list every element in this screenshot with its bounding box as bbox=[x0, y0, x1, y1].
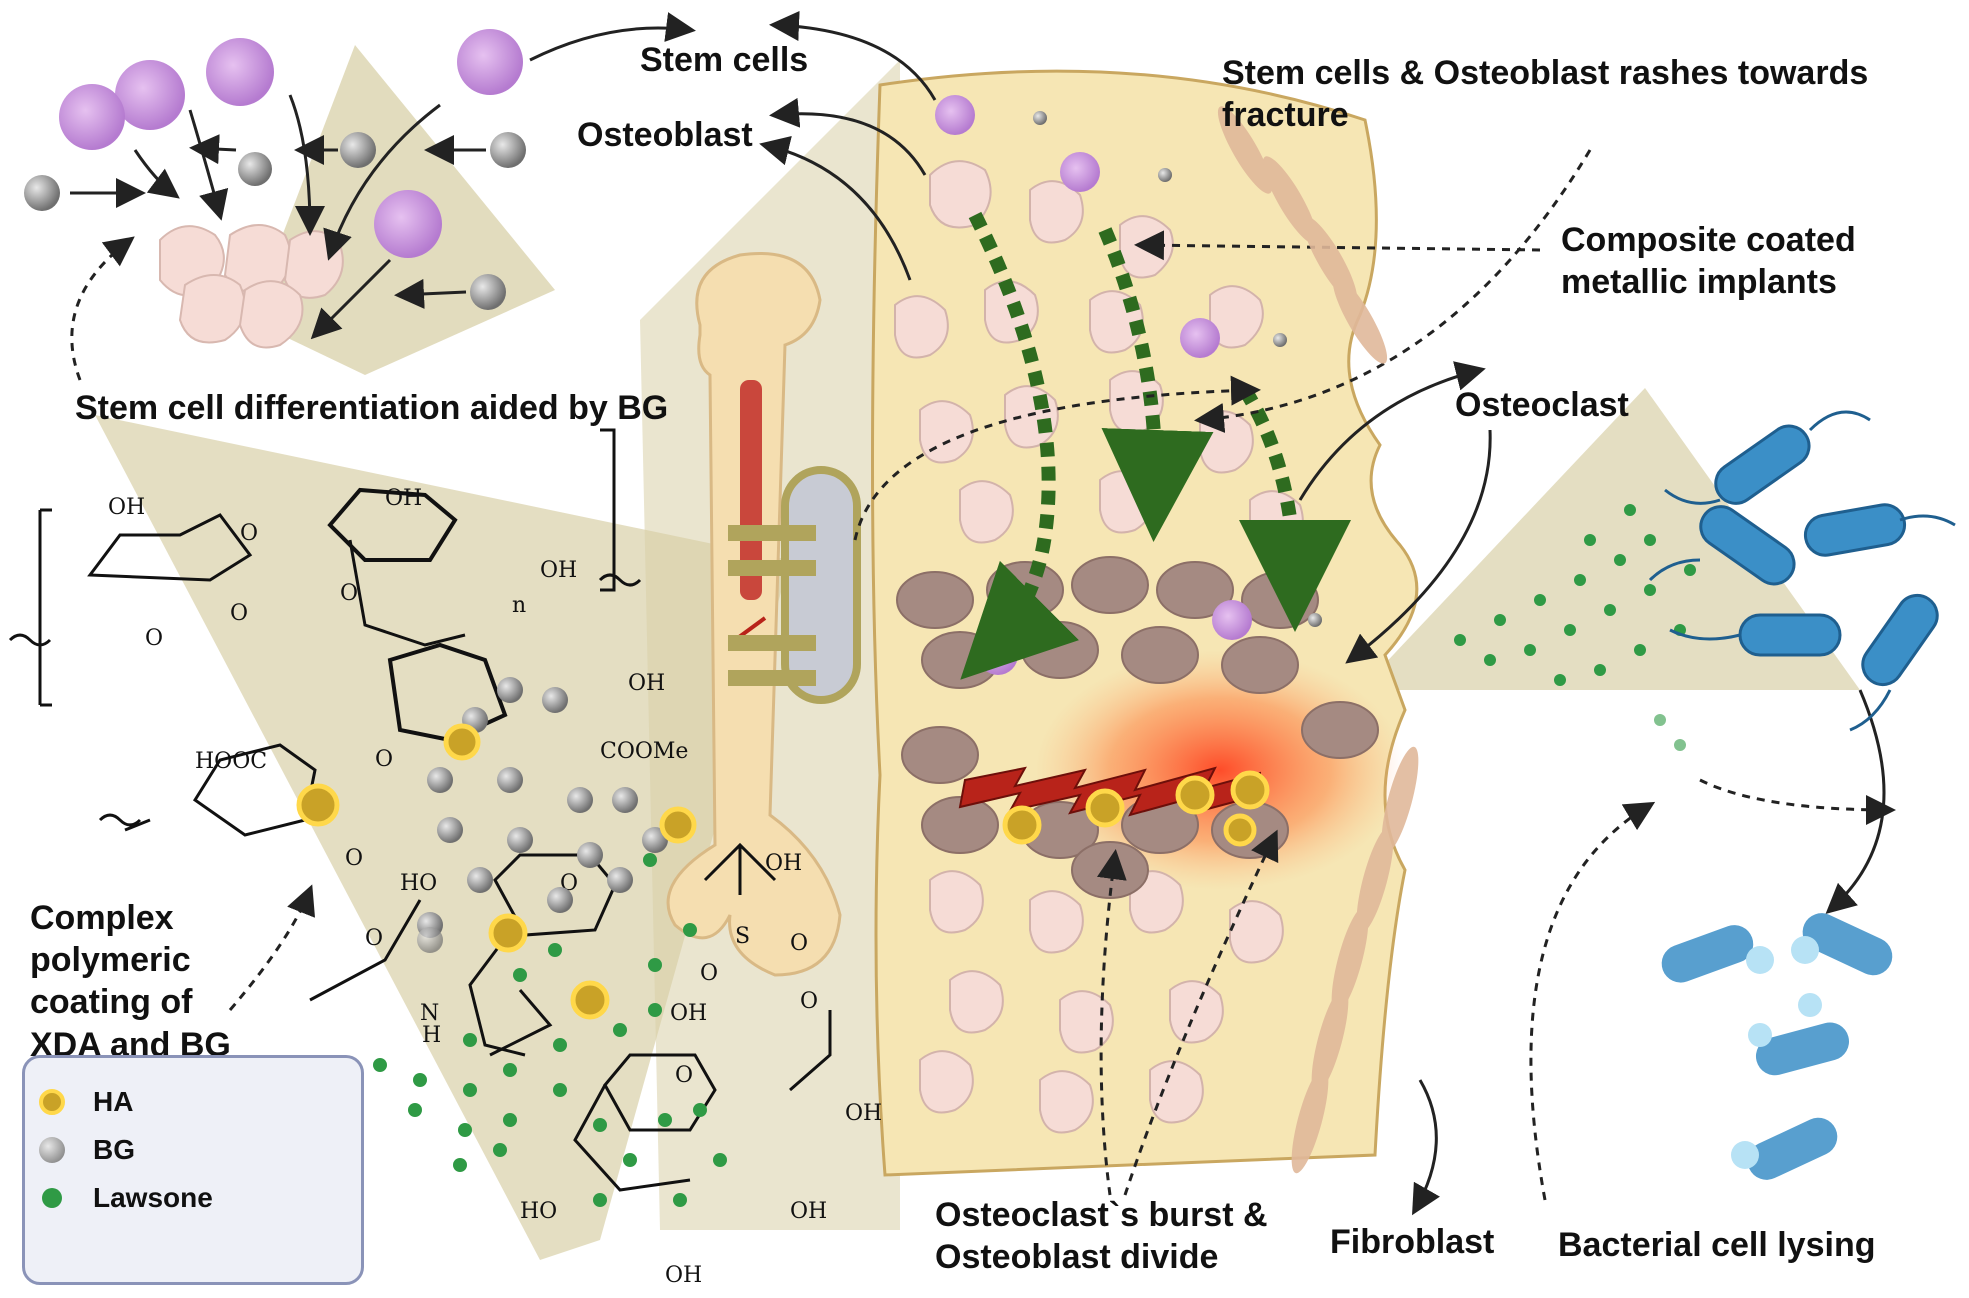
label-coating-line1: Complex bbox=[30, 899, 174, 937]
dashed-arrow-burst bbox=[1096, 849, 1127, 1196]
svg-text:OH: OH bbox=[108, 495, 145, 520]
label-burst-line1: Osteoclast`s burst & bbox=[935, 1196, 1268, 1234]
zoom-cone-bacteria bbox=[1360, 388, 1860, 690]
svg-text:HO: HO bbox=[520, 1199, 557, 1224]
bacteria bbox=[1648, 410, 1956, 732]
svg-text:O: O bbox=[375, 747, 393, 772]
dashed-arrow-lawsone bbox=[1699, 778, 1896, 825]
legend-item-bg: BG bbox=[39, 1130, 135, 1170]
label-rush-line1: Stem cells & Osteoblast rashes towards bbox=[1222, 54, 1869, 92]
bg-particle bbox=[490, 132, 526, 168]
dashed-arrow-implant-2 bbox=[1194, 149, 1592, 433]
svg-text:O: O bbox=[145, 626, 163, 651]
svg-text:OH: OH bbox=[540, 558, 577, 583]
svg-text:S: S bbox=[735, 924, 750, 949]
dashed-arrow bbox=[70, 236, 135, 381]
dashed-arrow-implant bbox=[1134, 230, 1541, 261]
bg-particle bbox=[340, 132, 376, 168]
bg-particle bbox=[24, 175, 60, 211]
svg-text:O: O bbox=[230, 601, 248, 626]
svg-text:O: O bbox=[675, 1063, 693, 1088]
label-bacterial-lysing: Bacterial cell lysing bbox=[1558, 1226, 1876, 1264]
bg-particle bbox=[470, 274, 506, 310]
label-rush-line2: fracture bbox=[1222, 96, 1349, 134]
svg-text:n: n bbox=[512, 593, 526, 618]
fibroblasts bbox=[1217, 106, 1419, 1174]
svg-text:O: O bbox=[240, 521, 258, 546]
stem-cell bbox=[374, 190, 442, 258]
bg-particle bbox=[238, 152, 272, 186]
bg-dot-icon bbox=[39, 1137, 65, 1163]
svg-text:O: O bbox=[340, 581, 358, 606]
chem-labels: OH OH OH n OH HOOC COOMe O O O HO O S OH… bbox=[108, 486, 882, 1288]
stem-cell bbox=[457, 29, 523, 95]
arrow-to-osteoclast-label bbox=[1298, 361, 1486, 501]
arrow-to-osteoblast-label bbox=[769, 97, 927, 176]
svg-text:OH: OH bbox=[670, 1001, 707, 1026]
arrow-from-osteoclast bbox=[1345, 429, 1492, 664]
stem-cell bbox=[206, 38, 274, 106]
arrow-to-osteoblast-left bbox=[759, 135, 912, 281]
stem-cell bbox=[115, 60, 185, 130]
label-composite-line2: metallic implants bbox=[1561, 263, 1837, 301]
growth-arrows bbox=[960, 211, 1351, 680]
legend-item-ha: HA bbox=[39, 1082, 133, 1122]
svg-text:N: N bbox=[420, 1001, 439, 1026]
arrow-to-stem-cells bbox=[769, 11, 937, 101]
svg-text:O: O bbox=[365, 926, 383, 951]
svg-text:OH: OH bbox=[765, 851, 802, 876]
lysed-bacteria bbox=[1661, 913, 1893, 1180]
metallic-implant bbox=[728, 466, 861, 704]
svg-text:HO: HO bbox=[400, 871, 437, 896]
label-composite-line1: Composite coated bbox=[1561, 221, 1856, 259]
label-differentiation: Stem cell differentiation aided by BG bbox=[75, 389, 669, 427]
lawsone-dot-icon bbox=[42, 1188, 62, 1208]
label-fibroblast: Fibroblast bbox=[1330, 1223, 1495, 1261]
label-burst-line2: Osteoblast divide bbox=[935, 1238, 1219, 1276]
svg-text:HOOC: HOOC bbox=[195, 749, 267, 774]
legend: HA BG Lawsone bbox=[22, 1055, 364, 1285]
svg-text:OH: OH bbox=[845, 1101, 882, 1126]
ha-particles bbox=[1002, 770, 1270, 847]
femur-bone bbox=[666, 252, 842, 977]
svg-text:O: O bbox=[345, 846, 363, 871]
differentiation-cluster bbox=[24, 12, 696, 381]
svg-text:OH: OH bbox=[628, 671, 665, 696]
dashed-arrow-lysing bbox=[1529, 801, 1656, 1201]
label-stem-cells: Stem cells bbox=[640, 41, 809, 79]
svg-text:OH: OH bbox=[385, 486, 422, 511]
legend-item-lawsone: Lawsone bbox=[39, 1178, 213, 1218]
svg-text:O: O bbox=[790, 931, 808, 956]
label-coating-line2: polymeric bbox=[30, 941, 191, 979]
label-osteoblast: Osteoblast bbox=[577, 116, 753, 154]
svg-text:OH: OH bbox=[790, 1199, 827, 1224]
dashed-arrow-coating-label bbox=[228, 884, 316, 1011]
lawsone-dots-right bbox=[1454, 504, 1696, 751]
arrow-to-fibroblast bbox=[1412, 1079, 1440, 1216]
legend-label: HA bbox=[93, 1086, 134, 1117]
arrow-to-lysed-bacteria bbox=[1825, 689, 1886, 914]
xda-chemical-structure bbox=[8, 428, 832, 1192]
stem-cell bbox=[59, 84, 125, 150]
legend-label: BG bbox=[93, 1134, 135, 1165]
svg-text:O: O bbox=[800, 989, 818, 1014]
label-osteoclast: Osteoclast bbox=[1455, 386, 1629, 424]
label-coating-line3: coating of bbox=[30, 983, 193, 1021]
ha-dot-icon bbox=[39, 1089, 65, 1115]
svg-text:COOMe: COOMe bbox=[600, 739, 688, 764]
svg-text:O: O bbox=[700, 961, 718, 986]
legend-label: Lawsone bbox=[93, 1182, 213, 1213]
coating-particles bbox=[296, 677, 727, 1207]
svg-text:OH: OH bbox=[665, 1263, 702, 1288]
svg-text:H: H bbox=[422, 1023, 441, 1048]
